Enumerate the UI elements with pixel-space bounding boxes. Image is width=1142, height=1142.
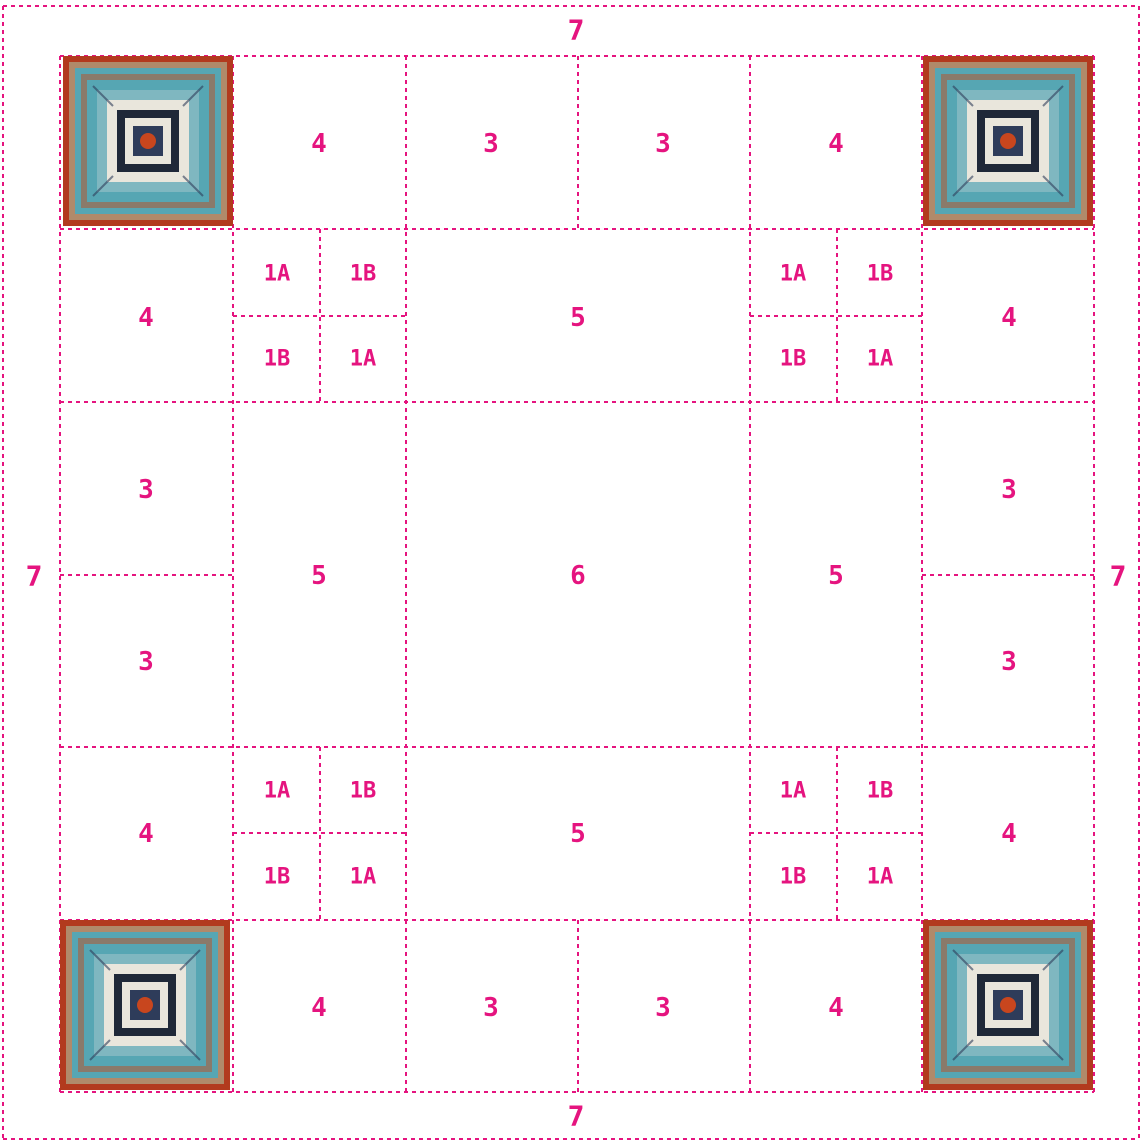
row2-left-grid-cell: 1A <box>350 347 377 372</box>
row5-label-b: 3 <box>483 993 499 1023</box>
row4-left-grid-cell: 1A <box>350 865 377 890</box>
corner-square-bottom-right <box>923 920 1093 1090</box>
row1-label-c: 3 <box>655 129 671 159</box>
row2-right-grid-cell: 1A <box>867 347 894 372</box>
row5-label-c: 3 <box>655 993 671 1023</box>
row2-left-grid-cell: 1B <box>264 347 291 372</box>
corner-square-top-left <box>63 56 233 226</box>
row4-left-grid-cell: 1B <box>264 865 291 890</box>
row3-right-bottom-label: 3 <box>1001 647 1017 677</box>
row3-right-strip-label: 5 <box>828 561 844 591</box>
border-label-left: 7 <box>26 560 43 593</box>
row2-right-panel-label: 4 <box>1001 303 1017 333</box>
border-label-bottom: 7 <box>568 1100 585 1133</box>
row4-right-grid-cell: 1B <box>867 779 894 804</box>
row3-left-strip-label: 5 <box>311 561 327 591</box>
row2-right-grid-cell: 1B <box>867 262 894 287</box>
row1-label-d: 4 <box>828 129 844 159</box>
row2-left-panel-label: 4 <box>138 303 154 333</box>
row3-right-top-label: 3 <box>1001 475 1017 505</box>
row4-left-grid-cell: 1A <box>264 779 291 804</box>
border-label-right: 7 <box>1110 560 1127 593</box>
row2-left-grid-cell: 1A <box>264 262 291 287</box>
row3-left-top-label: 3 <box>138 475 154 505</box>
row2-right-grid-cell: 1B <box>780 347 807 372</box>
row4-right-grid-cell: 1B <box>780 865 807 890</box>
row1-label-a: 4 <box>311 129 327 159</box>
row4-center-label: 5 <box>570 819 586 849</box>
row5-label-a: 4 <box>311 993 327 1023</box>
row4-right-panel-label: 4 <box>1001 819 1017 849</box>
corner-square-bottom-left <box>60 920 230 1090</box>
row3-center-label: 6 <box>570 561 586 591</box>
corner-square-top-right <box>923 56 1093 226</box>
border-label-top: 7 <box>568 14 585 47</box>
row1-label-b: 3 <box>483 129 499 159</box>
row4-left-grid-cell: 1B <box>350 779 377 804</box>
row5-label-d: 4 <box>828 993 844 1023</box>
row4-right-grid-cell: 1A <box>867 865 894 890</box>
row2-left-grid-cell: 1B <box>350 262 377 287</box>
row2-right-grid-cell: 1A <box>780 262 807 287</box>
row4-left-panel-label: 4 <box>138 819 154 849</box>
row4-right-grid-cell: 1A <box>780 779 807 804</box>
row2-center-label: 5 <box>570 303 586 333</box>
row3-left-bottom-label: 3 <box>138 647 154 677</box>
